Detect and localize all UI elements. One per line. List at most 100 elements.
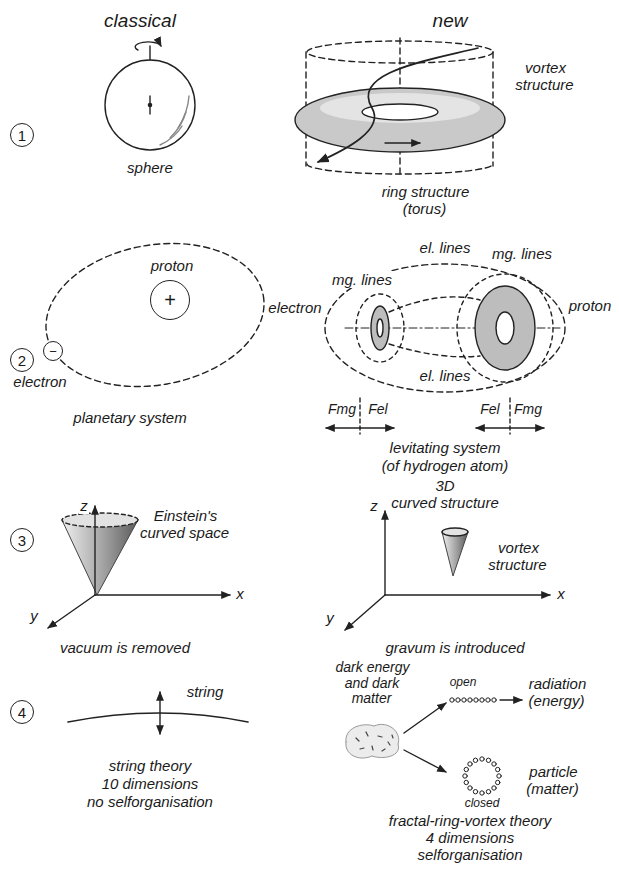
label-text: classical — [103, 10, 177, 31]
label-text: (of hydrogen atom) — [381, 457, 510, 474]
caption-text: fractal-ring-vortex theory — [360, 813, 580, 830]
z-axis — [94, 506, 95, 595]
node-text: + — [164, 290, 176, 310]
label-text: proton — [150, 257, 195, 274]
part-label: string — [175, 684, 235, 701]
label-text: proton — [568, 297, 613, 314]
caption-text: (of hydrogen atom) — [355, 458, 535, 475]
x-axis — [95, 594, 230, 595]
field-line-label: el. lines — [405, 240, 485, 257]
label-text: particle (matter) — [526, 763, 580, 797]
caption-text: vacuum is removed — [35, 640, 215, 657]
label-text: dark energy and dark matter — [335, 659, 410, 706]
flow-arrow — [385, 142, 420, 143]
column-heading: new — [410, 10, 490, 31]
vortex-arrow — [318, 48, 478, 162]
label-text: new — [432, 10, 469, 31]
label-text: planetary system — [72, 409, 187, 426]
electron-torus — [371, 306, 389, 350]
label-text: 4 dimensions — [425, 829, 515, 846]
rotation-axis — [149, 96, 150, 114]
vortex-rim — [442, 528, 468, 536]
part-label: proton — [565, 298, 615, 315]
electric-field-line — [389, 344, 480, 357]
label-text: levitating system — [389, 439, 502, 456]
part-label: curved structure — [375, 495, 515, 512]
label-text: Fel — [479, 401, 500, 417]
node-text: − — [49, 345, 57, 358]
force-label: Fmg — [508, 402, 548, 418]
label-text: Fel — [367, 401, 388, 417]
row-number: 1 — [10, 123, 34, 147]
part-label: ring structure (torus) — [368, 184, 483, 218]
column-heading: classical — [75, 10, 205, 31]
caption-text: planetary system — [50, 410, 210, 427]
label-text: x — [556, 585, 566, 602]
force-arrow — [360, 427, 394, 428]
label-text: ring structure (torus) — [381, 183, 470, 217]
label-text: sphere — [126, 159, 174, 176]
part-label: electron — [263, 300, 327, 317]
axis-label: y — [320, 610, 340, 627]
caption-text: string theory — [70, 758, 230, 775]
string — [68, 713, 248, 722]
sphere-outline — [105, 60, 195, 150]
axis-label: x — [551, 586, 571, 603]
sphere-shading — [170, 112, 186, 138]
part-label: Einstein's curved space — [135, 508, 235, 542]
torus-hole — [377, 319, 383, 337]
label-text: electron — [12, 373, 67, 390]
proton-torus — [475, 286, 535, 370]
part-label: sphere — [105, 160, 195, 177]
label-text: 10 dimensions — [101, 775, 200, 792]
cloud-particles — [356, 732, 393, 751]
label-text: vacuum is removed — [59, 639, 191, 656]
sphere-shading — [160, 126, 182, 145]
closed-ring — [463, 757, 501, 795]
branch-arrow — [404, 750, 446, 772]
force-arrow — [476, 427, 510, 428]
part-label: 3D — [425, 478, 465, 495]
electric-field-line — [325, 264, 565, 392]
part-label: radiation (energy) — [521, 676, 593, 710]
vortex-cone — [442, 532, 468, 576]
rotation-axis — [149, 46, 150, 60]
field-line-label: mg. lines — [485, 246, 560, 263]
label-text: open — [449, 675, 478, 689]
caption-text: 4 dimensions — [395, 830, 545, 847]
node-text: 1 — [18, 128, 26, 143]
label-text: no selforganisation — [86, 793, 214, 810]
node-text: 2 — [18, 353, 26, 368]
label-text: mg. lines — [331, 271, 393, 288]
label-text: electron — [267, 299, 322, 316]
axis-label: z — [74, 498, 94, 515]
label-text: y — [325, 609, 335, 626]
branch-arrow — [404, 703, 446, 733]
node-text: 4 — [18, 705, 26, 720]
label-text: Fmg — [327, 401, 357, 417]
axis-label: z — [364, 498, 384, 515]
label-text: el. lines — [419, 367, 472, 384]
label-text: Fmg — [513, 401, 543, 417]
axis-label: y — [24, 608, 44, 625]
part-label: proton — [137, 258, 207, 275]
dark-matter-cloud — [346, 724, 399, 758]
label-text: closed — [464, 796, 501, 810]
sphere-shading — [178, 96, 189, 128]
force-label: Fel — [470, 402, 510, 418]
force-arrow — [326, 427, 360, 428]
row-number: 4 — [10, 700, 34, 724]
label-text: string theory — [108, 757, 193, 774]
label-text: vortex structure — [488, 539, 547, 573]
electron-circle: − — [43, 341, 63, 361]
label-text: Einstein's curved space — [140, 507, 230, 541]
radiation-arrow — [500, 699, 522, 700]
field-line-label: el. lines — [405, 368, 485, 385]
label-text: z — [369, 497, 379, 514]
part-label: open — [443, 676, 483, 689]
label-text: gravum is introduced — [384, 639, 525, 656]
center-dot — [148, 103, 151, 106]
force-arrow — [510, 427, 544, 428]
